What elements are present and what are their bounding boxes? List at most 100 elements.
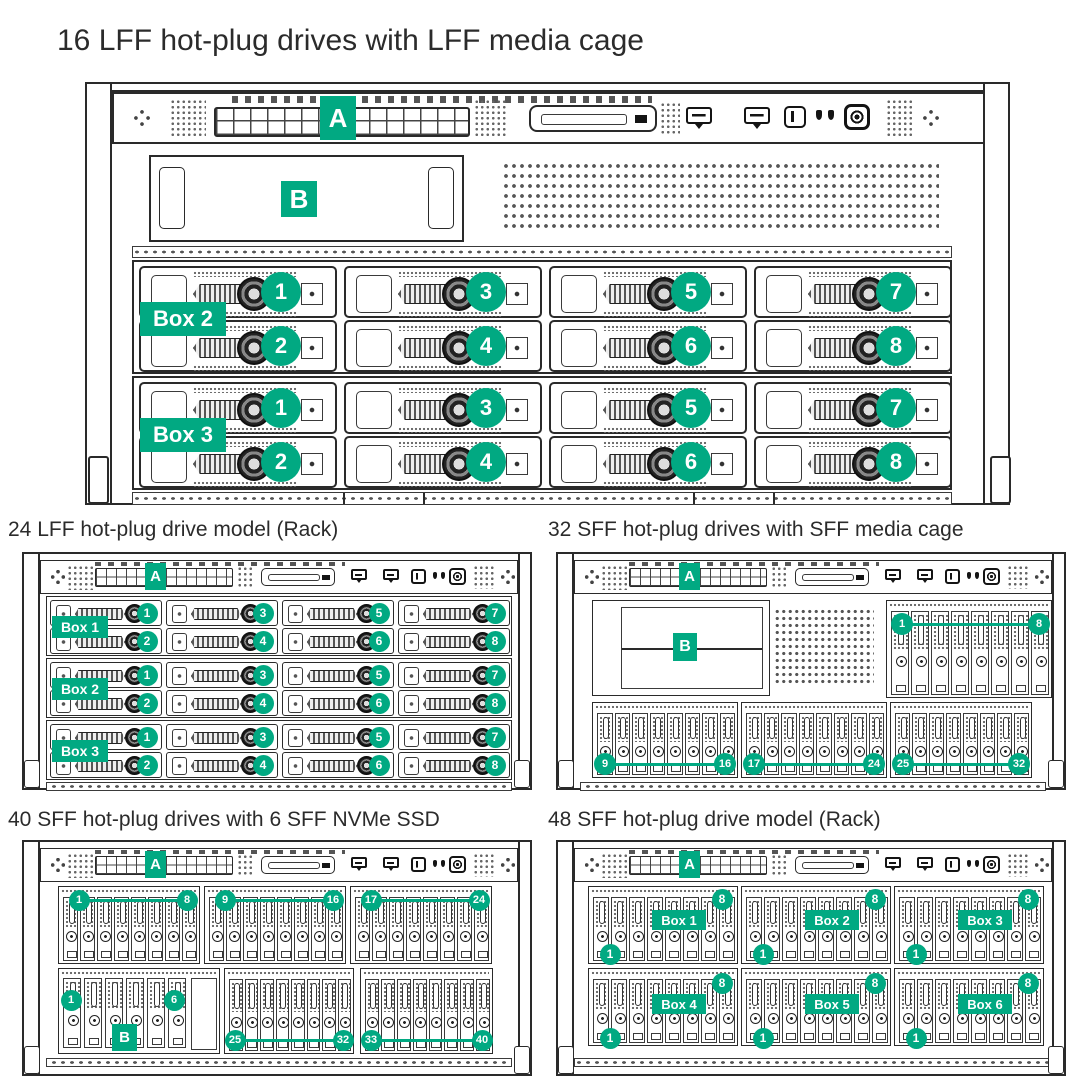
drive-texture (193, 365, 297, 371)
drive-latch (804, 1033, 814, 1040)
figure-title-24lff: 24 LFF hot-plug drive model (Rack) (8, 518, 339, 541)
drive-latch (460, 951, 471, 958)
sff-drive (97, 897, 112, 961)
drive-screw (596, 931, 608, 943)
drive-screw (785, 931, 797, 943)
drive-handle (282, 901, 289, 925)
box-label: Box 4 (652, 994, 706, 1014)
drive-number-badge: 1 (599, 943, 621, 965)
dvd-slot-inner (802, 574, 854, 581)
sff-drive (423, 897, 438, 961)
drive-screw (460, 931, 471, 943)
drive-screw (151, 931, 162, 943)
drive-screw (185, 931, 196, 943)
drive-latch (896, 685, 906, 692)
sff-drive (719, 979, 735, 1043)
drive-latch (766, 445, 802, 483)
drive-latch (173, 1038, 183, 1045)
drive-number-badge: 16 (714, 753, 736, 775)
drive-screw (767, 931, 779, 943)
vent-grid-icon (601, 853, 627, 878)
box-label: Box 3 (140, 418, 226, 452)
drive-handle (462, 901, 469, 925)
bezel-screws-left (585, 858, 599, 872)
drive-latch (705, 1033, 715, 1040)
drive-latch (939, 951, 949, 958)
drive-handle (874, 717, 881, 740)
dvd-slot-nub (322, 575, 330, 580)
drive-handle (635, 901, 641, 925)
sff-drive (131, 897, 146, 961)
usb-port-icon (351, 569, 367, 580)
drive-texture (398, 325, 502, 331)
drive-latch (966, 765, 977, 772)
drive-handle (938, 615, 944, 646)
drive-range-line (79, 898, 187, 902)
drive-texture (193, 325, 297, 331)
drive-latch (802, 765, 813, 772)
drive-lever (423, 608, 473, 620)
sff-drive (851, 713, 867, 775)
sff-drive (440, 897, 455, 961)
sff-drive (406, 897, 421, 961)
drive-number-badge: 1 (136, 726, 158, 748)
sff-drive (782, 979, 798, 1043)
usb-port-icon (383, 569, 399, 580)
sff-drive (306, 979, 320, 1051)
drive-screw (100, 931, 111, 943)
drive-number-badge: 1 (905, 1027, 927, 1049)
drive-number-badge: 8 (864, 972, 886, 994)
drive-screw (392, 931, 403, 943)
media-cage: B (149, 155, 464, 242)
drive-number-badge: 2 (136, 692, 158, 714)
drive-handle (985, 717, 992, 740)
drive-number-badge: 8 (484, 630, 506, 652)
rack-ear-left (110, 84, 112, 503)
drive-handle (725, 717, 732, 740)
sff-drive (275, 979, 289, 1051)
vent-grid-icon (601, 565, 627, 590)
drive-latch (375, 951, 386, 958)
rack-ear-left (572, 842, 574, 1074)
lff-drive (344, 436, 542, 488)
drive-lever (307, 636, 357, 648)
drive-texture (603, 271, 707, 277)
chassis-lid-line (110, 90, 985, 92)
drive-latch (288, 605, 303, 623)
sff-drive (428, 979, 443, 1051)
drive-range-line (371, 898, 479, 902)
vent-grid-icon (237, 566, 253, 588)
sff-drive (147, 978, 165, 1048)
drive-screw (938, 1013, 950, 1025)
bottom-vent-strip (574, 1058, 1052, 1067)
drive-latch (687, 1033, 697, 1040)
power-led-icon (967, 860, 971, 867)
drive-latch (172, 667, 187, 685)
drive-latch (837, 765, 848, 772)
drive-screw (803, 1013, 815, 1025)
drive-cam-screw (506, 283, 528, 305)
dvd-slot-inner (802, 862, 854, 869)
drive-latch (134, 951, 145, 958)
drive-latch (288, 695, 303, 713)
drive-latch (415, 1041, 426, 1048)
drive-number-badge: 1 (68, 889, 90, 911)
sff-drive (226, 897, 241, 961)
sff-drive (632, 713, 648, 775)
lff-drive (754, 320, 952, 372)
drive-screw (785, 1013, 797, 1025)
drive-handle (433, 983, 440, 1009)
drive-screw (766, 746, 778, 758)
usb-port-icon (744, 107, 770, 124)
drive-screw (975, 655, 987, 667)
drive-number-badge: 7 (876, 388, 916, 428)
drive-number-badge: 5 (671, 272, 711, 312)
drive-screw (854, 746, 866, 758)
drive-screw (670, 746, 682, 758)
lff-drive (166, 628, 278, 654)
drive-screw (635, 746, 647, 758)
drive-number-badge: 7 (484, 664, 506, 686)
drive-lever (423, 636, 473, 648)
